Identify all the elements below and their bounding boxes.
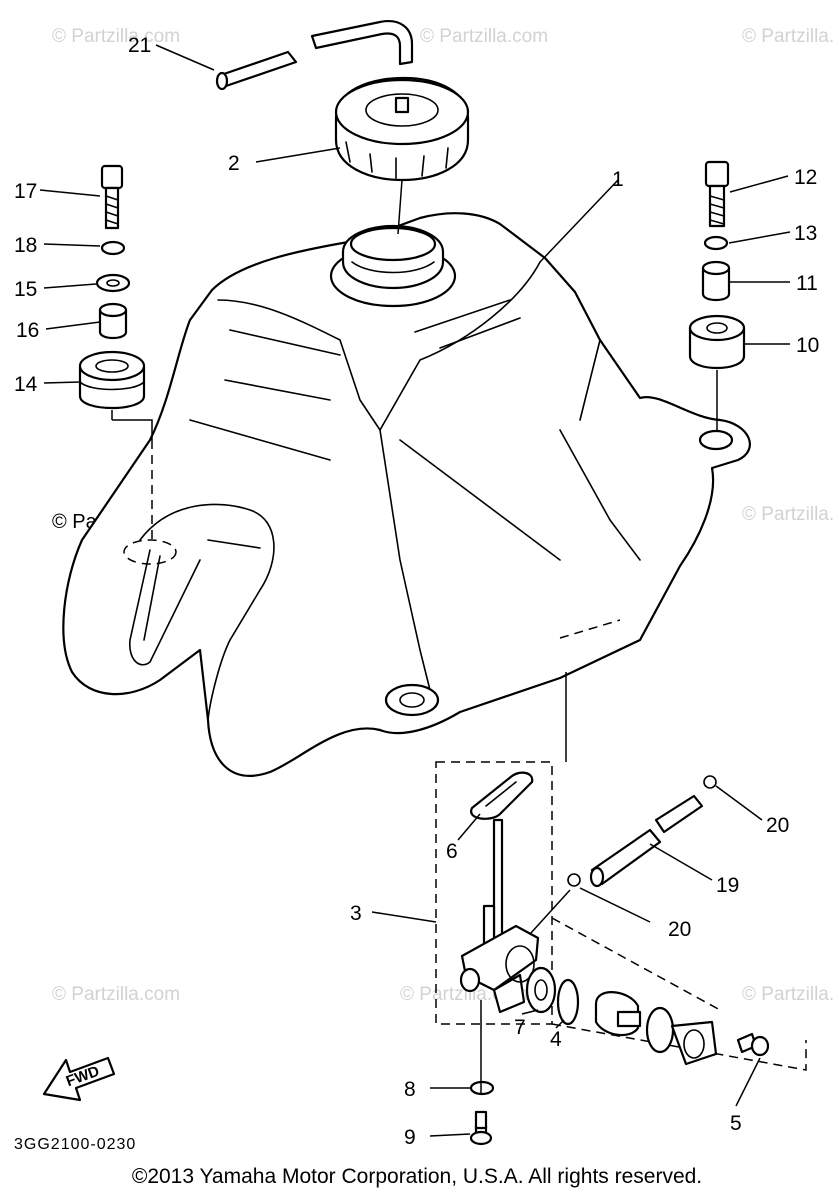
watermark: © Partzilla.com [742, 984, 834, 1005]
drain-washer [469, 1080, 495, 1096]
leader-lines [39, 44, 791, 1137]
watermark: © Partzilla.com [742, 26, 834, 47]
watermark: © Partzilla.com [52, 984, 180, 1005]
left-washer [95, 273, 131, 293]
hose-clip-upper [703, 775, 717, 789]
left-lock-washer [100, 240, 126, 256]
left-bolt [100, 164, 124, 230]
fuel-cock [459, 818, 540, 1014]
right-bolt [704, 160, 730, 228]
callout-15: 15 [14, 278, 37, 301]
drawing-code: 3GG2100-0230 [14, 1136, 137, 1153]
callout-19: 19 [716, 874, 739, 897]
callout-12: 12 [794, 166, 817, 189]
callout-7: 7 [514, 1016, 526, 1039]
callout-5: 5 [730, 1112, 742, 1135]
callout-20-lower: 20 [668, 918, 691, 941]
right-collar [701, 260, 731, 302]
callout-1: 1 [612, 168, 624, 191]
fwd-arrow-icon: FWD [42, 1056, 116, 1102]
drain-bolt [469, 1110, 493, 1146]
callout-4: 4 [550, 1028, 562, 1051]
watermark: © Partzilla.com [52, 26, 180, 47]
callout-2: 2 [228, 152, 240, 175]
cock-plate [670, 1020, 718, 1066]
callout-18: 18 [14, 234, 37, 257]
fuel-cock-gasket [470, 771, 534, 820]
callout-6: 6 [446, 840, 458, 863]
fuel-hose [589, 794, 704, 888]
callout-21: 21 [128, 34, 151, 57]
callout-17: 17 [14, 180, 37, 203]
cock-screw [736, 1032, 770, 1057]
callout-11: 11 [796, 272, 818, 295]
left-collar [98, 302, 128, 340]
vent-hose [215, 20, 414, 91]
callout-13: 13 [794, 222, 817, 245]
cock-o-ring [556, 978, 580, 1026]
left-damper [78, 350, 146, 410]
cock-assembly-outline [435, 761, 553, 1025]
callout-8: 8 [404, 1078, 416, 1101]
right-lock-washer [703, 235, 729, 251]
right-damper [688, 314, 746, 370]
callout-14: 14 [14, 373, 38, 396]
cock-packing [525, 966, 557, 1014]
watermark: © Partzilla.com [742, 504, 834, 525]
fuel-cap [334, 76, 470, 182]
cock-assembly-outline-ext [551, 917, 807, 1071]
cock-wave-washer [645, 1006, 675, 1054]
callout-20-upper: 20 [766, 814, 789, 837]
copyright-notice: ©2013 Yamaha Motor Corporation, U.S.A. A… [131, 1165, 703, 1188]
callout-labels: 21 2 1 17 18 15 16 14 12 13 11 10 3 6 7 … [14, 34, 819, 1149]
cock-lever [594, 991, 642, 1037]
callout-10: 10 [796, 334, 819, 357]
callout-3: 3 [350, 902, 362, 925]
hose-clip-lower [567, 873, 581, 887]
callout-16: 16 [16, 319, 39, 342]
watermark: © Partzilla.com [420, 26, 548, 47]
fuel-tank [62, 212, 751, 777]
callout-9: 9 [404, 1126, 416, 1149]
